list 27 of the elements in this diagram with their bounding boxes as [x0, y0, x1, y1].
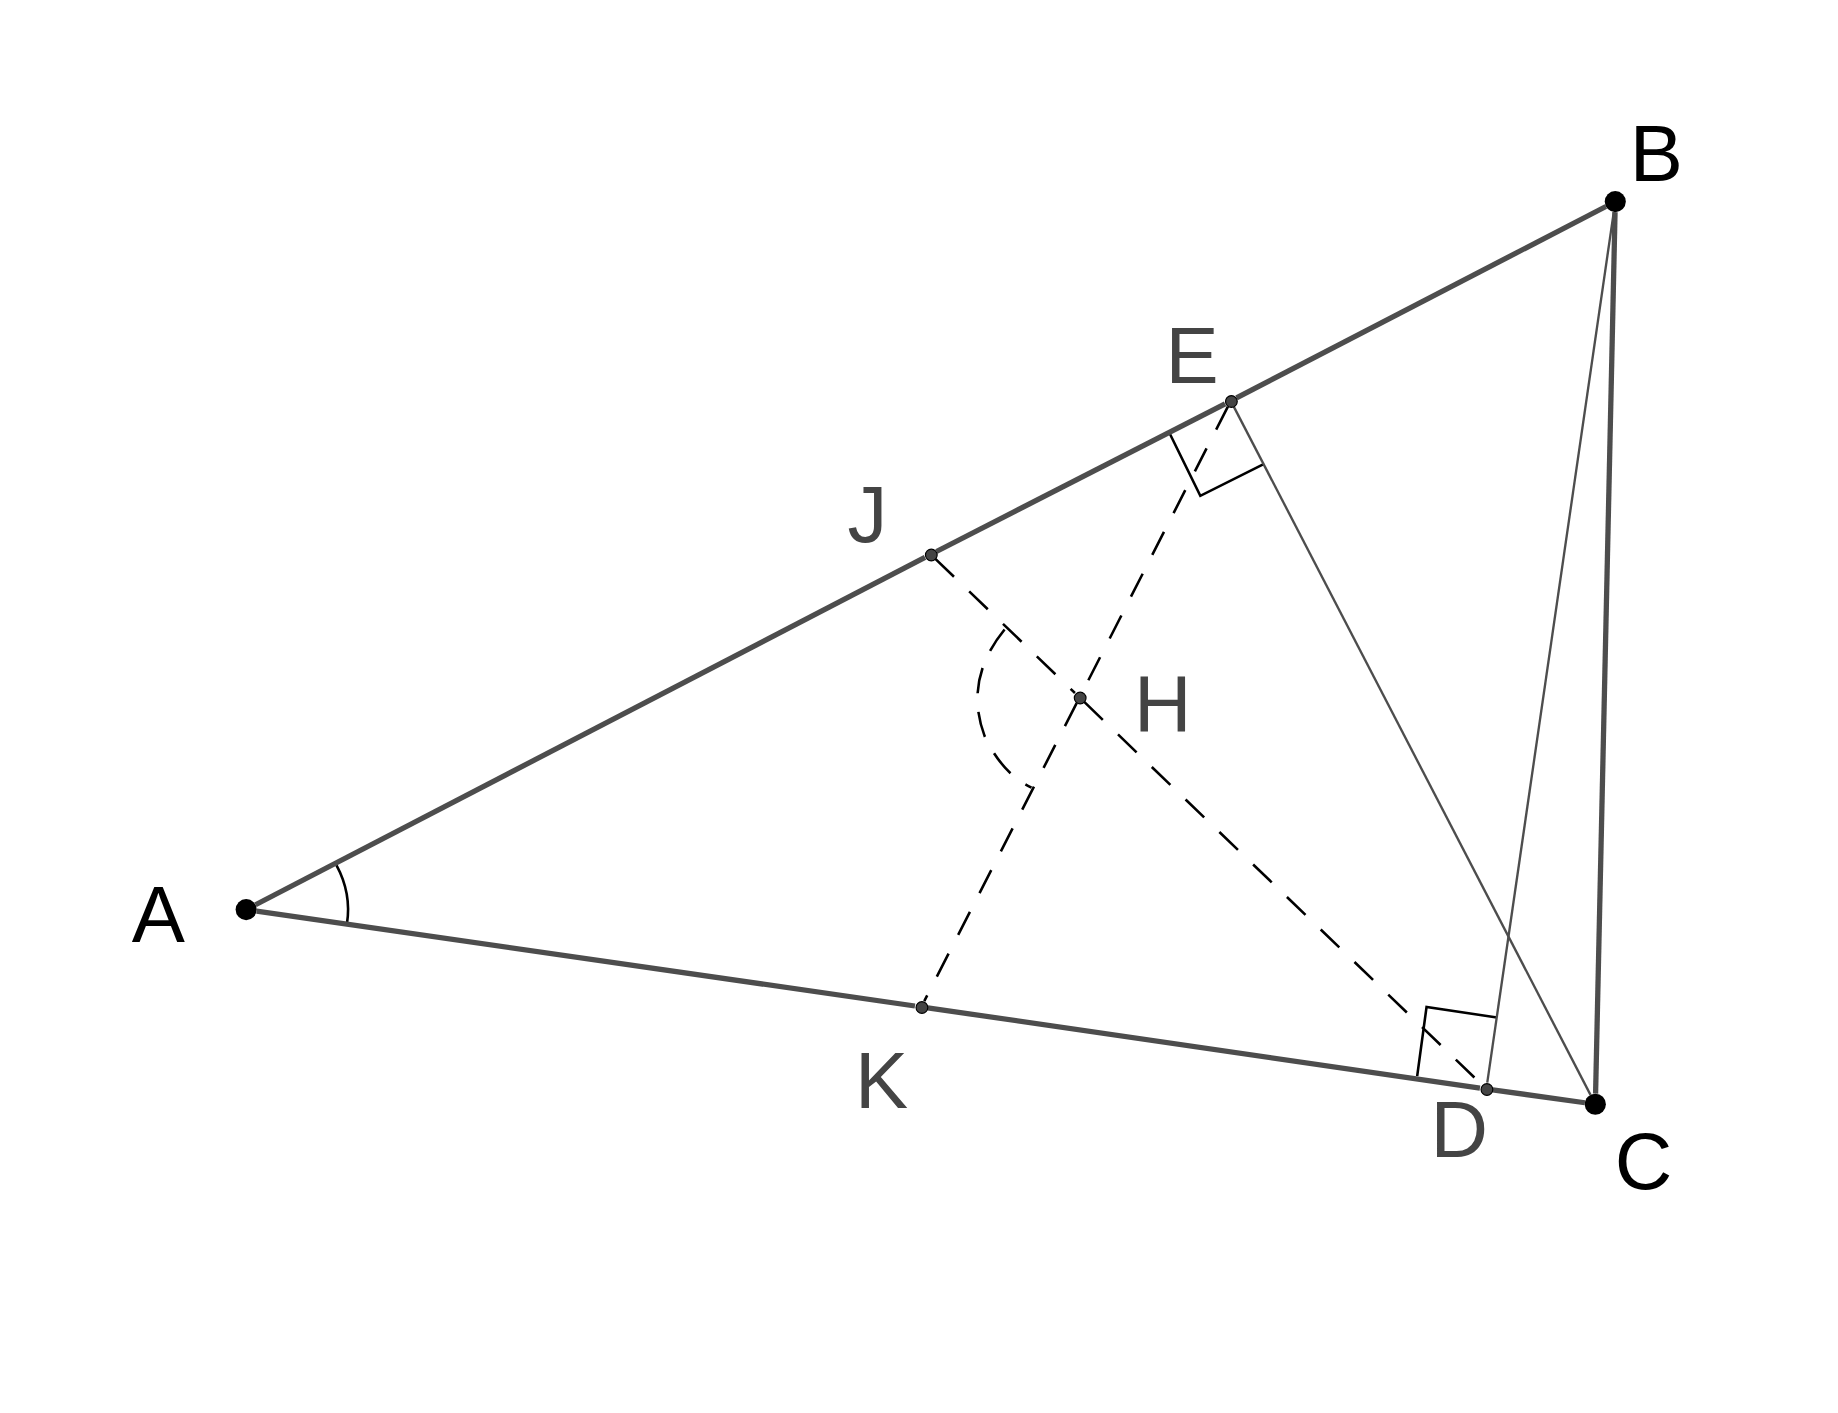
point [1224, 394, 1238, 408]
point [924, 548, 938, 561]
line-segment [935, 401, 1227, 554]
line-segment [256, 908, 916, 1009]
point-label: K [854, 1039, 909, 1120]
point-label: C [1614, 1120, 1673, 1201]
line-segment [1592, 212, 1618, 1094]
point [1073, 691, 1087, 704]
line-segment [927, 1005, 1481, 1091]
point-label: H [1134, 663, 1192, 744]
line-segment [1235, 204, 1608, 401]
point-label: E [1165, 315, 1219, 396]
point-label: B [1629, 112, 1683, 193]
point [1604, 191, 1626, 213]
dashed-line [934, 557, 1076, 694]
point-label: D [1430, 1088, 1489, 1169]
point-label: J [847, 473, 888, 554]
point-label: A [131, 874, 185, 955]
line-segment [254, 555, 927, 908]
point [235, 899, 257, 921]
line-segment [1232, 406, 1592, 1096]
line-segment [1486, 211, 1615, 1083]
dashed-line [923, 702, 1078, 1002]
point [1479, 1082, 1493, 1096]
point [1584, 1093, 1606, 1115]
line-segment [1492, 1087, 1586, 1106]
point [914, 1000, 928, 1014]
